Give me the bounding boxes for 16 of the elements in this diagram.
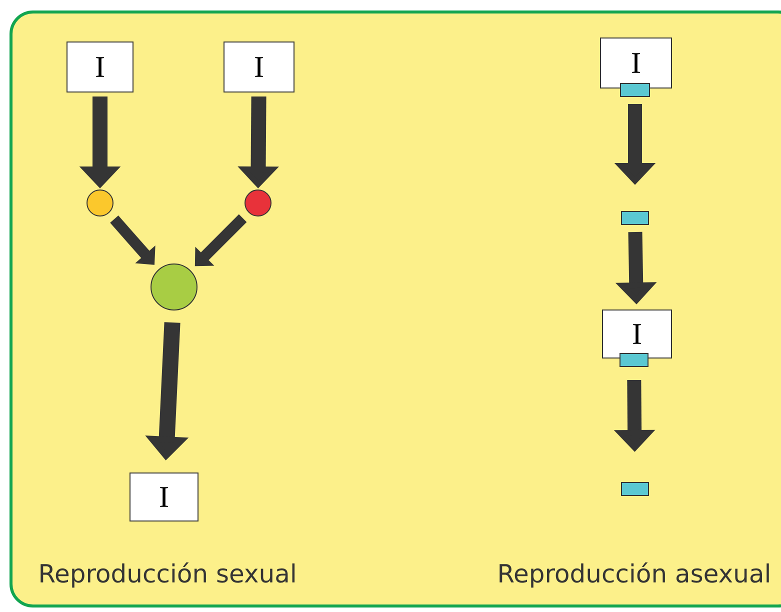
fragment-bar — [620, 353, 648, 367]
cell-circle — [86, 190, 114, 216]
specimen-box: I — [66, 42, 134, 92]
specimen-box: I — [602, 310, 672, 358]
arrow — [194, 214, 247, 266]
caption-text: Reproducción sexual — [40, 562, 295, 588]
specimen-box: I — [224, 42, 294, 92]
caption-text: Reproducción asexual — [500, 562, 769, 588]
arrow — [110, 216, 156, 265]
fragment-bar — [620, 83, 650, 97]
specimen-box: I — [130, 472, 198, 522]
cell-circle — [244, 190, 272, 216]
specimen-box: I — [600, 38, 672, 88]
fragment-bar — [621, 211, 649, 225]
fragment-bar — [621, 482, 649, 496]
cell-circle — [150, 264, 198, 310]
